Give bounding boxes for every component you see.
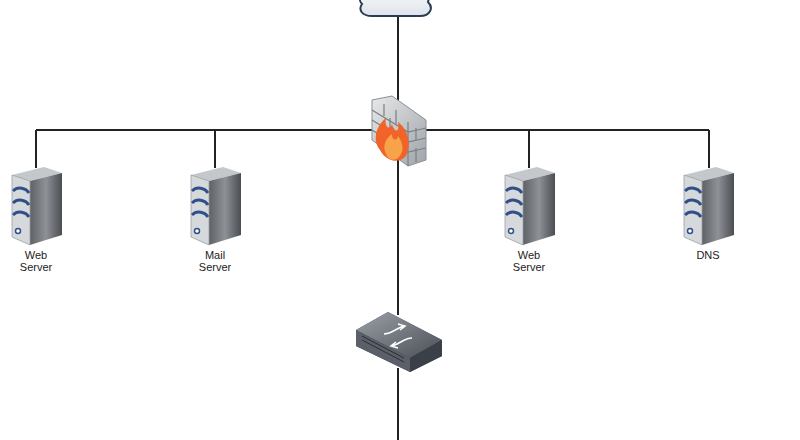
server-icon	[505, 167, 555, 245]
server-label: DNS	[683, 249, 733, 261]
server-node: Mail Server	[185, 165, 245, 275]
switch-symbol	[356, 312, 442, 372]
server-node: Web Server	[6, 165, 66, 275]
server-node: DNS	[678, 165, 738, 263]
server-symbol	[678, 165, 738, 247]
server-symbol	[499, 165, 559, 247]
server-symbol	[6, 165, 66, 247]
server-icon	[684, 167, 734, 245]
server-icon	[12, 167, 62, 245]
server-label: Web Server	[504, 249, 554, 273]
server-icon	[191, 167, 241, 245]
server-label: Mail Server	[190, 249, 240, 273]
cloud-symbol	[360, 0, 431, 16]
server-label: Web Server	[11, 249, 61, 273]
network-wires	[36, 14, 709, 440]
server-node: Web Server	[499, 165, 559, 275]
firewall-symbol	[372, 96, 426, 166]
server-symbol	[185, 165, 245, 247]
